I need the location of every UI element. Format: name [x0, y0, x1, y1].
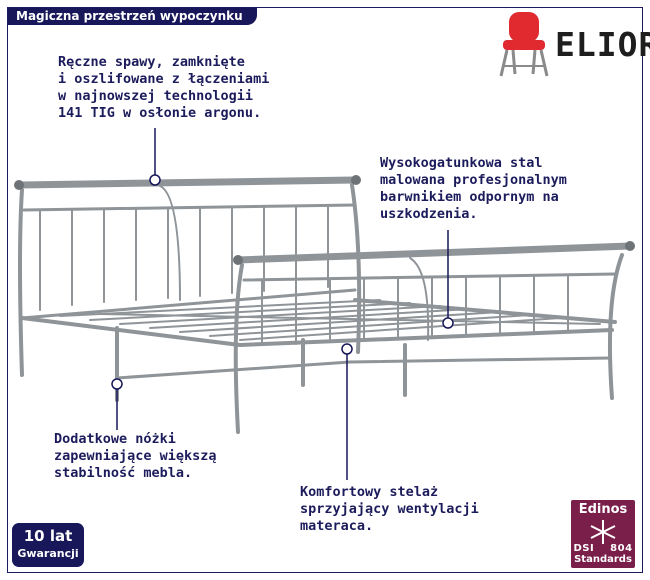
warranty-badge: 10 lat Gwarancji [12, 523, 84, 567]
edinos-cert-badge: Edinos DSI 804 Standards [571, 500, 635, 568]
cert-label: Standards [574, 554, 632, 565]
warranty-label: Gwarancji [17, 547, 79, 560]
product-frame: Magiczna przestrzeń wypoczynku [7, 7, 643, 573]
cert-codes: DSI 804 [571, 543, 635, 554]
callout-slats: Komfortowy stelaż sprzyjający wentylacji… [300, 484, 479, 534]
warranty-years: 10 lat [23, 527, 73, 545]
cert-star-icon [590, 520, 616, 544]
brand-name: ELIOR [555, 25, 650, 64]
cert-code-left: DSI [573, 543, 595, 554]
cert-code-right: 804 [610, 543, 633, 554]
brand-logo: ELIOR [495, 10, 650, 80]
callout-welds: Ręczne spawy, zamknięte i oszlifowane z … [58, 54, 270, 121]
callout-legs: Dodatkowe nóżki zapewniające większą sta… [54, 431, 217, 481]
cert-name: Edinos [578, 502, 628, 517]
red-chair-icon [499, 12, 549, 77]
page-title: Magiczna przestrzeń wypoczynku [8, 8, 257, 25]
callout-steel: Wysokogatunkowa stal malowana profesjona… [380, 155, 567, 222]
